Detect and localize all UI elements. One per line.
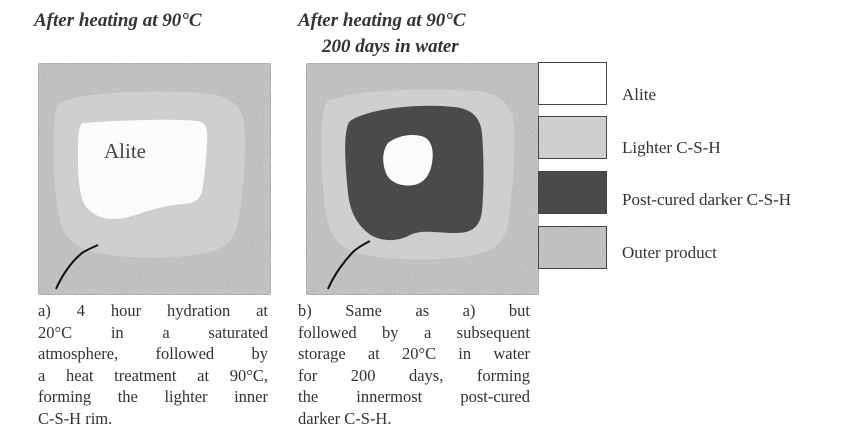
caption-b-line: the innermost post-cured [298,387,530,406]
legend-swatch-darker-csh [538,171,607,214]
caption-b-line: darker C-S-H. [298,408,392,428]
legend-label-lighter-csh: Lighter C-S-H [622,138,721,157]
legend-swatch-lighter-csh [538,116,607,159]
alite-core [383,135,433,186]
alite-core [78,119,208,219]
crack-line [55,244,99,290]
panel-b-title-line1: After heating at 90°C [298,10,466,31]
caption-a-line: a heat treatment at 90°C, [38,365,268,385]
panel-a-diagram: Alite [38,63,271,295]
legend-swatch-alite [538,62,607,105]
panel-a-caption: a) 4 hour hydration at 20°C in a saturat… [38,300,268,429]
caption-a-line: atmosphere, followed by [38,344,268,363]
panel-b-caption: b) Same as a) but followed by a subseque… [298,300,530,429]
caption-b-line: followed by a subsequent [298,322,530,342]
caption-b-line: storage at 20°C in water [298,344,530,363]
panel-a-title: After heating at 90°C [34,10,202,31]
legend-label-darker-csh: Post-cured darker C-S-H [622,190,792,209]
caption-a-line: 20°C in a saturated [38,322,268,342]
legend-label-outer-product: Outer product [622,243,717,262]
alite-label: Alite [104,139,146,163]
legend-swatch-outer-product [538,226,607,269]
caption-a-line: forming the lighter inner [38,387,268,406]
crack-line [327,240,371,290]
caption-b-line: for 200 days, forming [298,365,530,385]
panel-b-diagram [306,63,539,295]
legend-label-alite: Alite [622,85,656,104]
panel-b-title-line2: 200 days in water [322,36,459,57]
caption-b-line: b) Same as a) but [298,301,530,320]
caption-a-line: C-S-H rim. [38,408,113,428]
caption-a-line: a) 4 hour hydration at [38,301,268,320]
